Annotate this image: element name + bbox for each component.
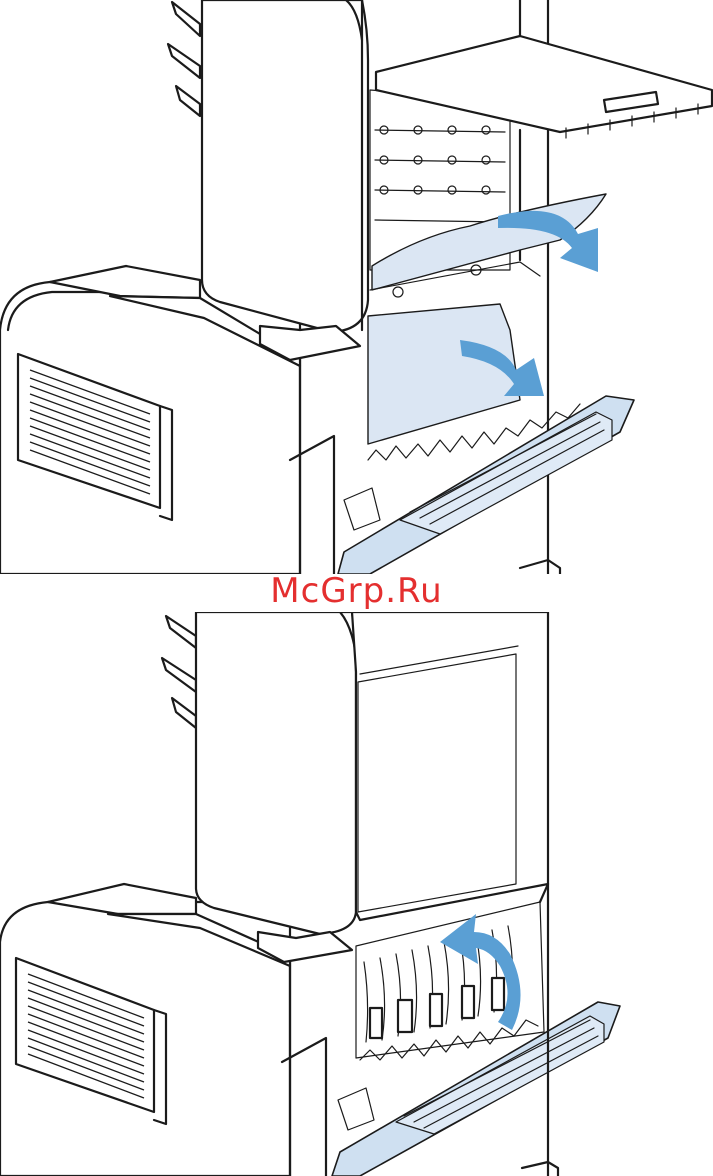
- output-bin-icon: [162, 616, 196, 728]
- output-bin-icon: [168, 2, 200, 116]
- jammed-paper-icon: [368, 90, 606, 444]
- printer-icon: [0, 0, 713, 574]
- illustration-close-duplexer: [0, 612, 713, 1176]
- printer-icon: [0, 612, 713, 1176]
- watermark: McGrp.Ru: [0, 570, 713, 612]
- illustration-remove-jammed-paper: [0, 0, 713, 574]
